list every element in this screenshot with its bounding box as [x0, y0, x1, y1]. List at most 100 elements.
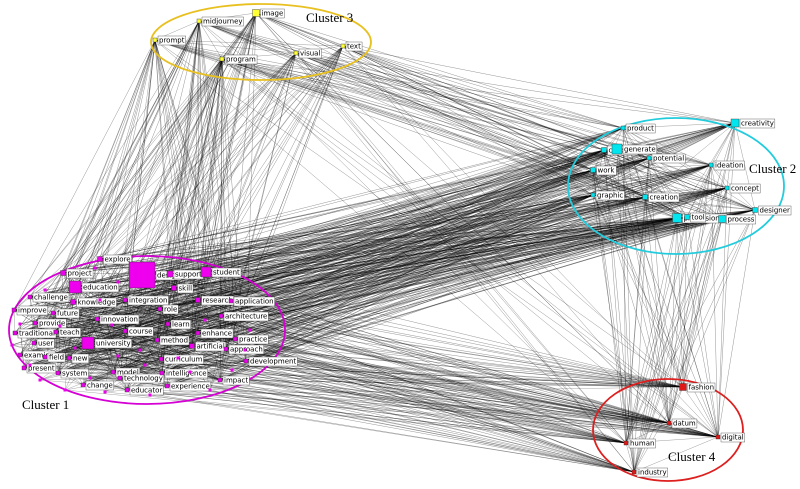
edge	[68, 196, 646, 359]
edge	[625, 217, 678, 444]
edge	[644, 196, 670, 424]
node-method: method	[154, 335, 190, 346]
edge	[19, 194, 594, 356]
node-label: impact	[224, 377, 248, 385]
edge	[11, 344, 635, 473]
node-future: future	[50, 308, 80, 319]
node-tool: tool	[684, 212, 707, 223]
edge	[668, 218, 723, 424]
node-label-bg	[222, 375, 250, 386]
node-label: industry	[638, 469, 667, 477]
node-label: designer	[760, 207, 791, 215]
edge	[23, 20, 200, 369]
node-label: research	[203, 297, 233, 305]
node-label: technology	[124, 375, 163, 383]
edge	[74, 12, 257, 288]
node-label-bg	[85, 380, 114, 391]
edge	[62, 127, 624, 274]
edge	[198, 20, 232, 302]
edge	[592, 169, 756, 211]
node-label-bg	[159, 335, 190, 346]
node-marker	[679, 383, 687, 391]
edge	[255, 12, 723, 220]
node-marker	[152, 37, 158, 43]
node-label-bg	[36, 338, 55, 349]
edge	[231, 187, 728, 371]
node-field: field	[42, 352, 66, 363]
edge	[64, 157, 650, 391]
node-creation: creation	[642, 192, 680, 203]
node-label-bg	[26, 363, 57, 374]
node-label: potential	[653, 155, 684, 163]
edge	[94, 164, 712, 269]
edge	[710, 164, 728, 189]
edge	[124, 299, 684, 388]
edge	[117, 323, 169, 357]
edge	[19, 281, 119, 356]
node-label: provide	[39, 320, 65, 328]
edge	[342, 45, 736, 124]
node-marker	[219, 56, 225, 62]
node-marker	[724, 185, 730, 191]
node-label-bg	[739, 118, 776, 129]
edge	[220, 315, 719, 438]
edge	[160, 358, 627, 444]
node-marker	[55, 370, 61, 376]
node-label-bg	[651, 153, 686, 164]
node-industry: industry	[631, 467, 668, 478]
edge	[342, 45, 624, 129]
edge	[189, 332, 199, 373]
node-marker	[66, 355, 72, 361]
node-teach: teach	[53, 327, 81, 338]
node-marker	[38, 378, 42, 382]
node-fashion: fashion	[679, 382, 716, 393]
node-label: support	[175, 271, 202, 279]
node-label-bg	[127, 295, 169, 306]
node-label-bg	[16, 305, 48, 316]
node-marker	[63, 388, 67, 392]
edge	[57, 372, 719, 438]
edge	[62, 58, 223, 274]
node-label: change	[87, 382, 113, 390]
node-label-bg	[211, 267, 242, 278]
edge	[197, 196, 646, 334]
edge	[197, 127, 624, 301]
node-marker	[70, 299, 76, 305]
node-marker	[32, 320, 38, 326]
edge	[13, 309, 16, 334]
node-marker	[81, 336, 95, 350]
node-challenge: challenge	[27, 292, 70, 303]
node-label-bg	[201, 295, 234, 306]
node-label: application	[235, 298, 274, 306]
edge	[96, 196, 646, 320]
node-label: datum	[673, 420, 696, 428]
node-marker	[590, 167, 596, 173]
edge	[204, 319, 635, 473]
edge	[225, 348, 670, 424]
edge	[616, 148, 635, 473]
edge	[342, 45, 688, 218]
node-label: explore	[105, 256, 131, 264]
node-marker	[252, 9, 260, 17]
node-marker	[110, 369, 116, 375]
edge	[29, 148, 618, 298]
node-potential: potential	[646, 153, 686, 164]
edge	[154, 39, 723, 220]
node-label-bg	[648, 192, 680, 203]
edge	[198, 20, 227, 350]
edge	[154, 39, 646, 198]
edge	[198, 20, 627, 444]
edge	[57, 372, 627, 444]
edge	[149, 386, 684, 396]
edge	[197, 332, 627, 444]
node-marker	[88, 376, 92, 380]
edge	[39, 164, 712, 381]
edge	[710, 122, 736, 166]
edge	[14, 52, 297, 334]
node-marker	[27, 294, 33, 300]
node-label-bg	[758, 205, 792, 216]
node-label-bg	[671, 418, 698, 429]
edge	[29, 296, 684, 388]
edge	[295, 52, 624, 129]
node-label: educator	[131, 387, 162, 395]
